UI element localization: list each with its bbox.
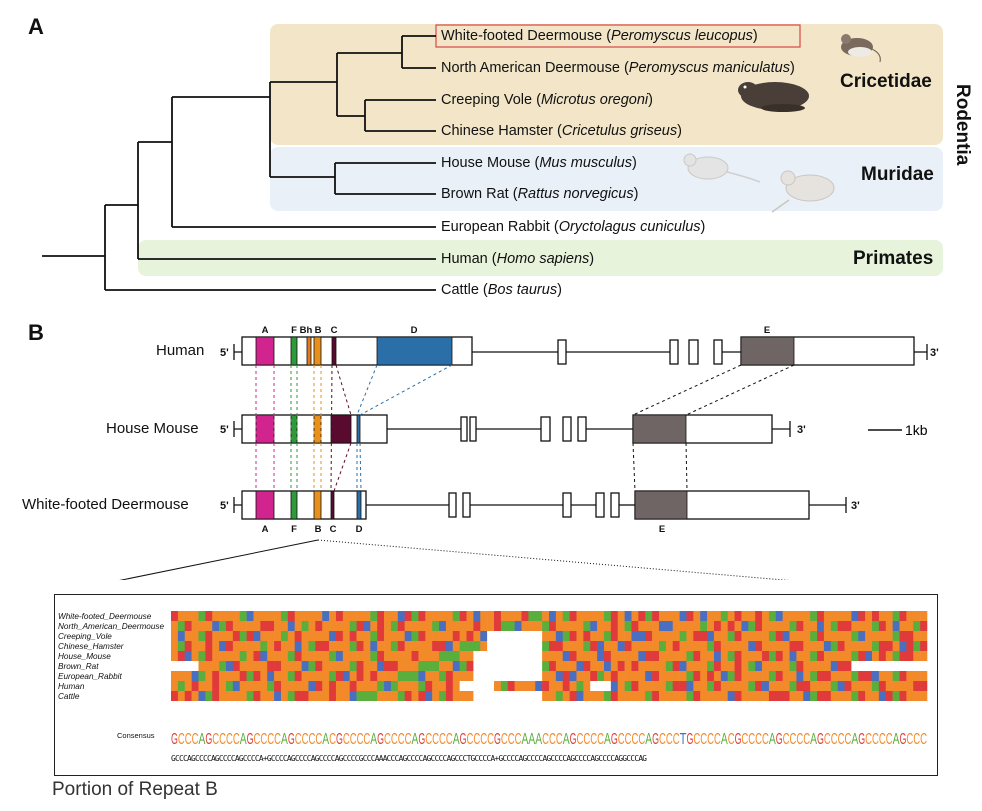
rodentia-label: Rodentia (952, 84, 973, 166)
alignment-seq-name: Human (58, 682, 85, 691)
repeat-b (313, 336, 322, 366)
gene-structure-diagram: 5' 5' 5' 3' 3' 3' (119, 325, 939, 580)
consensus-label: Consensus (117, 731, 155, 740)
repeat-d (376, 336, 453, 366)
alignment-seq-name: European_Rabbit (58, 672, 122, 681)
house-mouse-illustration-icon (683, 153, 761, 183)
muridae-label: Muridae (861, 164, 934, 185)
three-prime-label: 3' (851, 500, 860, 512)
three-prime-label: 3' (797, 424, 806, 436)
species-label: North American Deermouse (Peromyscus man… (441, 60, 795, 76)
species-label: House Mouse (Mus musculus) (441, 155, 637, 171)
species-label: White-footed Deermouse (Peromyscus leuco… (441, 28, 758, 44)
repeat-e (632, 414, 687, 444)
three-prime-label: 3' (930, 347, 939, 359)
species-label: Creeping Vole (Microtus oregoni) (441, 92, 653, 108)
repeat-label: B (315, 325, 322, 336)
repeat-label: D (411, 325, 418, 336)
repeat-f (290, 490, 298, 520)
alignment-seq-name: Chinese_Hamster (58, 642, 124, 651)
repeat-label: Bh (300, 325, 313, 336)
alignment-seq-name: Creeping_Vole (58, 632, 112, 641)
species-label: European Rabbit (Oryctolagus cuniculus) (441, 219, 706, 235)
alignment-seq-name: North_American_Deermouse (58, 622, 165, 631)
five-prime-label: 5' (220, 424, 229, 436)
brown-rat-illustration-icon (771, 170, 835, 213)
repeat-e (740, 336, 795, 366)
repeat-a (255, 414, 275, 444)
alignment-seq-name: House_Mouse (58, 652, 111, 661)
repeat-d (356, 490, 362, 520)
gene-name-deermouse: White-footed Deermouse (22, 496, 189, 513)
repeat-a (255, 490, 275, 520)
cricetidae-region (270, 24, 943, 145)
alignment-seq-name: Brown_Rat (58, 662, 99, 671)
repeat-e (634, 490, 688, 520)
repeat-label: E (764, 325, 770, 336)
muridae-region (270, 147, 943, 211)
repeat-a (255, 336, 275, 366)
repeat-b (313, 414, 322, 444)
primates-region (138, 240, 943, 276)
repeat-c (331, 336, 337, 366)
repeat-c (330, 414, 352, 444)
alignment-seq-name: White-footed_Deermouse (58, 612, 152, 621)
primates-label: Primates (853, 248, 934, 269)
repeat-f (290, 414, 298, 444)
repeat-c (330, 490, 335, 520)
species-label: Brown Rat (Rattus norvegicus) (441, 186, 639, 202)
species-label: Chinese Hamster (Cricetulus griseus) (441, 123, 682, 139)
repeat-label: F (291, 325, 297, 336)
repeat-bh (306, 336, 312, 366)
deermouse-illustration-icon (841, 34, 881, 63)
five-prime-label: 5' (220, 347, 229, 359)
gene-name-human: Human (156, 342, 205, 359)
figure-caption: Portion of Repeat B (52, 779, 218, 800)
panel-a-letter: A (28, 14, 44, 39)
repeat-label: C (331, 325, 338, 336)
repeat-label: F (291, 524, 297, 535)
repeat-d (356, 414, 361, 444)
panel-b-letter: B (28, 320, 44, 345)
scale-bar-label: 1kb (905, 422, 928, 438)
repeat-label: E (659, 524, 665, 535)
repeat-label: D (356, 524, 363, 535)
gene-name-house-mouse: House Mouse (106, 420, 199, 437)
repeat-label: C (330, 524, 337, 535)
vole-illustration-icon (738, 82, 809, 112)
consensus-sequence: GCCCAGCCCCAGCCCCAGCCCCA+GCCCCAGCCCCAGCCC… (171, 754, 647, 763)
repeat-label: A (262, 524, 269, 535)
repeat-b (313, 490, 322, 520)
phylogenetic-tree (42, 24, 943, 291)
alignment-seq-name: Cattle (58, 692, 80, 701)
five-prime-label: 5' (220, 500, 229, 512)
species-label: Human (Homo sapiens) (441, 251, 595, 267)
repeat-f (290, 336, 298, 366)
repeat-label: A (262, 325, 269, 336)
alignment-box (54, 594, 938, 776)
repeat-label: B (315, 524, 322, 535)
species-label: Cattle (Bos taurus) (441, 282, 562, 298)
cricetidae-label: Cricetidae (840, 71, 932, 92)
